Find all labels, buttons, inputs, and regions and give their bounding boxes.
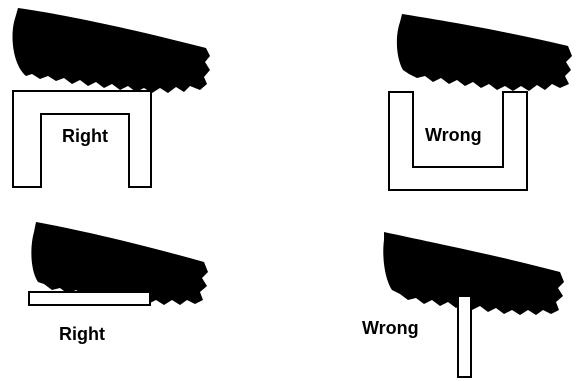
saw-blade-bottom-left — [31, 222, 208, 305]
channel-profile-wrong — [388, 91, 528, 191]
caption-top-left: Right — [62, 126, 108, 146]
saw-blade-top-right — [396, 14, 572, 91]
flat-strip-right — [28, 291, 151, 306]
caption-bottom-left: Right — [59, 324, 105, 344]
panel-top-left: Right — [12, 8, 210, 188]
caption-top-right: Wrong — [425, 125, 482, 145]
saw-blade-bottom-right — [383, 232, 564, 315]
panel-bottom-right: Wrong — [362, 232, 564, 378]
upright-strip-wrong — [457, 295, 472, 378]
panel-top-right: Wrong — [388, 14, 572, 191]
saw-blade-top-left — [12, 8, 210, 93]
panel-bottom-left: Right — [28, 222, 208, 344]
channel-profile-right — [12, 90, 152, 188]
caption-bottom-right: Wrong — [362, 318, 419, 338]
